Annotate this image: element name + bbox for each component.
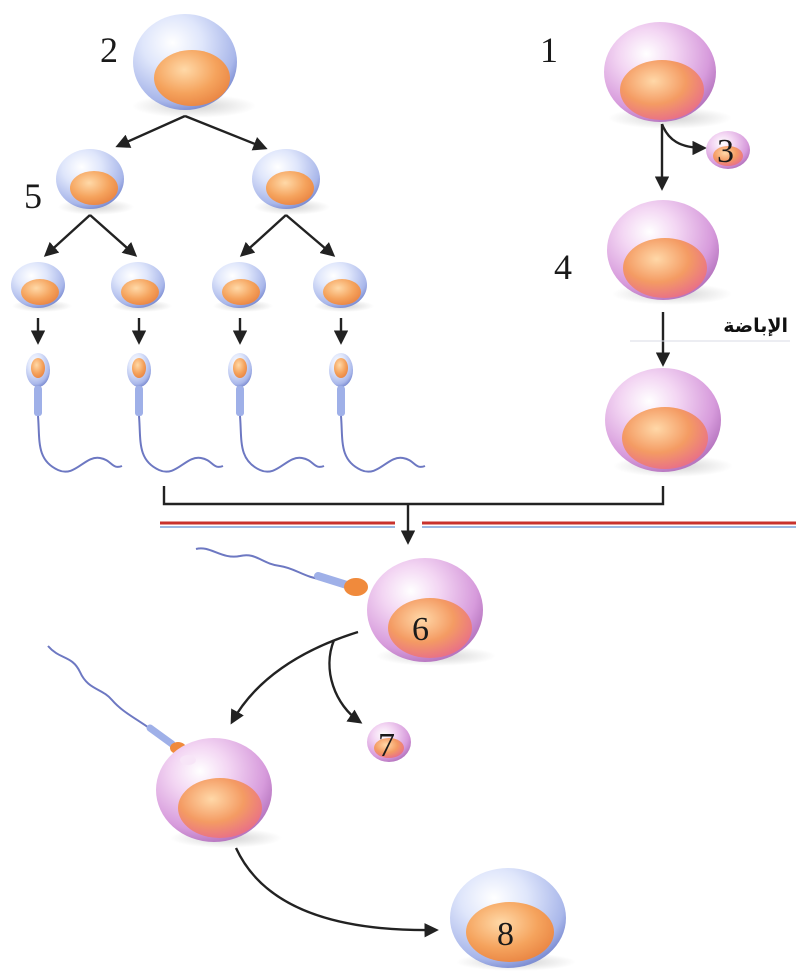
cell-oocyte-primary	[604, 22, 732, 129]
arrow	[285, 214, 336, 257]
separator	[160, 521, 796, 528]
bracket	[162, 486, 665, 506]
cell-fertilized-oocyte	[367, 558, 496, 666]
label-5: 5	[24, 176, 42, 216]
label-6: 6	[412, 611, 429, 648]
sperm-tail	[47, 645, 161, 737]
sperm-head	[344, 578, 368, 596]
arrow	[234, 847, 439, 938]
cell-spermatocyte-secondary	[56, 149, 134, 215]
sperm-cell	[228, 353, 325, 473]
sperm-cell	[127, 353, 224, 473]
cell-spermatid	[111, 262, 172, 312]
polar-body-second	[367, 722, 411, 762]
label-7: 7	[378, 727, 395, 764]
label-2: 2	[100, 30, 118, 70]
sperm-cell	[26, 353, 123, 473]
sperm-cell	[329, 353, 426, 473]
label-4: 4	[554, 247, 572, 287]
cell-spermatid	[11, 262, 72, 312]
label-8: 8	[497, 916, 514, 953]
arrow	[184, 114, 268, 151]
arrow	[89, 214, 138, 257]
sperm-midpiece	[146, 724, 176, 748]
cell-zygote	[450, 868, 576, 971]
cell-spermatocyte-primary	[132, 14, 256, 118]
male-line: 2 5	[11, 14, 426, 473]
label-1: 1	[540, 30, 558, 70]
cell-spermatid	[313, 262, 374, 312]
arrow	[328, 639, 363, 724]
fertilization: 6 7 8	[47, 547, 576, 971]
arrow	[43, 214, 91, 257]
cell-spermatocyte-secondary	[252, 149, 330, 215]
cell-ovulated-oocyte	[605, 368, 733, 477]
arrow	[239, 214, 287, 257]
female-line: 1 3 4 الإباضة	[540, 22, 790, 477]
cell-ootid	[156, 738, 282, 848]
arrow	[660, 123, 707, 156]
cell-oocyte-secondary	[607, 200, 732, 305]
arrow	[115, 114, 186, 148]
sperm-tail	[195, 547, 326, 581]
label-3: 3	[717, 133, 734, 170]
arrow	[230, 630, 359, 725]
convergence-lines	[162, 486, 665, 545]
label-ovulation: الإباضة	[723, 315, 788, 337]
polar-body-first	[706, 131, 750, 169]
cell-spermatid	[212, 262, 273, 312]
